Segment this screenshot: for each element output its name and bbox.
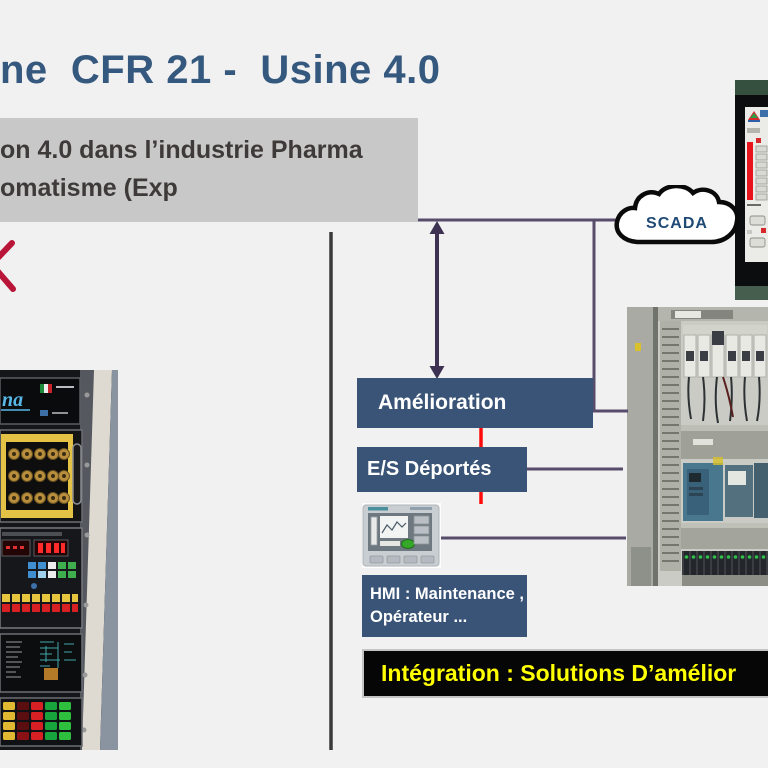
amelioration-label: Amélioration [378,391,507,414]
cabinet-door-edge [627,307,658,586]
panel-logo-text: na [2,389,23,411]
subtitle-line1: on 4.0 dans l’industrie Pharma [0,136,363,164]
scada-screen-content [747,110,768,248]
dial-panel [0,429,83,523]
indicator-grid [0,697,83,747]
rack-side-rails [80,370,118,750]
legacy-panel-photo: na [0,370,118,750]
hmi-function-keys [369,555,435,564]
cloud-shape [614,185,740,245]
vertical-cable-duct [660,321,681,571]
display-keypad-panel [0,527,83,629]
hmi-device-photo [362,503,441,568]
es-deportes-label: E/S Déportés [367,458,492,480]
amelioration-box: Amélioration [357,378,593,428]
hmi-label-line2: Opérateur ... [370,608,468,626]
es-deportes-box: E/S Déportés [357,447,527,492]
scada-monitor-photo [735,80,768,300]
terminal-block-row [682,551,768,586]
hmi-label-box: HMI : Maintenance , Opérateur ... [362,575,527,637]
function-buttons [2,562,78,612]
circuit-breaker-row [683,325,767,424]
hmi-screen-content [370,515,430,549]
scada-cloud: SCADA [614,185,740,245]
breaker-wires [687,376,761,424]
subtitle-line2: omatisme (Exp [0,174,178,202]
hmi-label-line1: HMI : Maintenance , [370,585,525,603]
integration-banner-label: Intégration : Solutions D’amélior [381,660,737,686]
cloud-label: SCADA [646,215,708,232]
red-x-icon [0,240,16,292]
siemens-plc [683,457,768,521]
plc-cabinet-photo [627,307,768,586]
schematic-panel [0,633,83,693]
slide-title: ne CFR 21 - Usine 4.0 [0,48,441,92]
panel-brand-plate: na [0,377,81,425]
double-arrow-connector [429,221,445,379]
subtitle-box: on 4.0 dans l’industrie Pharma omatisme … [0,118,418,222]
integration-banner: Intégration : Solutions D’amélior [362,649,768,698]
